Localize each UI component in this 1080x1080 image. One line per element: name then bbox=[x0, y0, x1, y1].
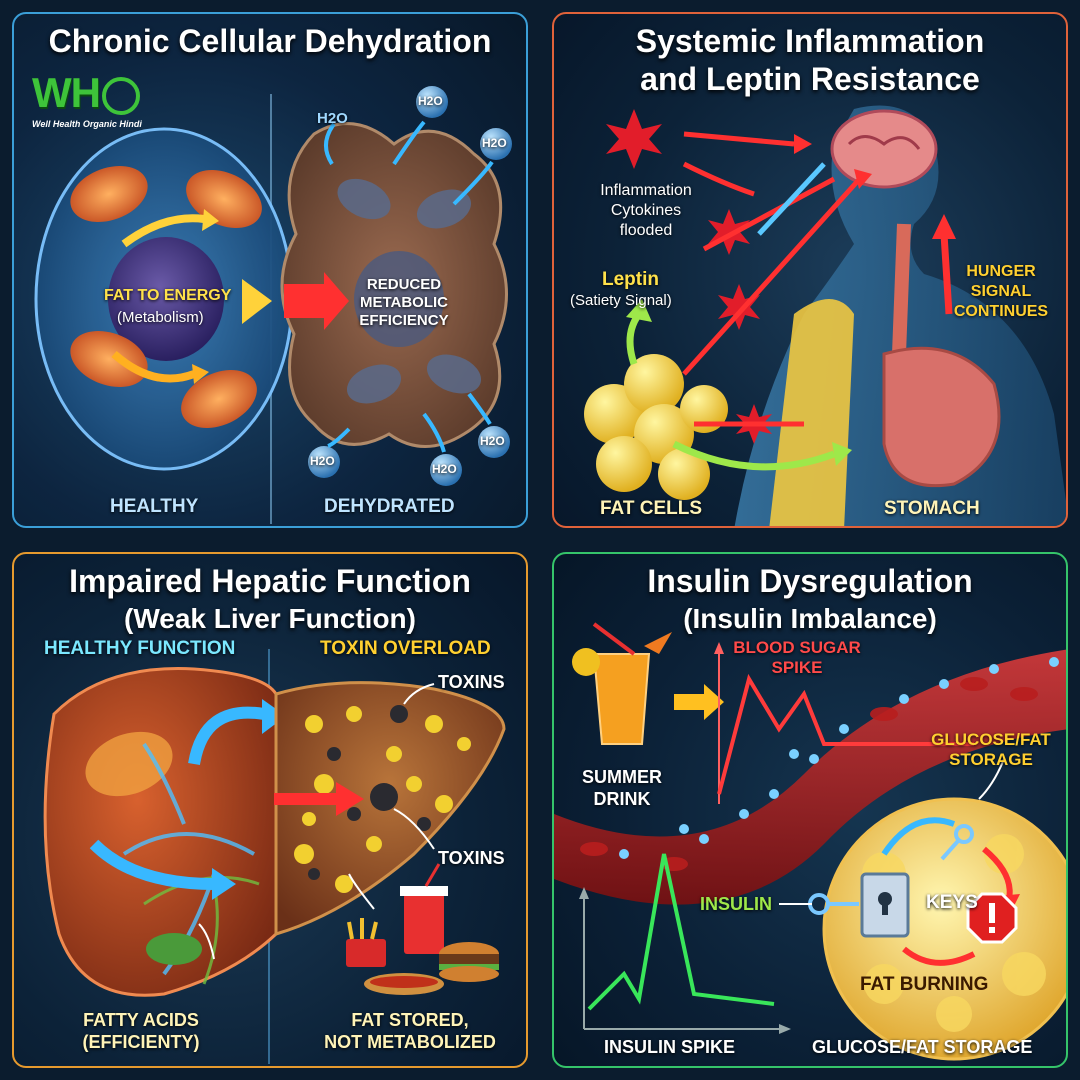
fat-to-energy-label: FAT TO ENERGY bbox=[104, 287, 232, 304]
fat-cells-cluster bbox=[584, 354, 728, 500]
brand-logo: WH Well Health Organic Hindi bbox=[32, 72, 142, 129]
fat-layer bbox=[769, 299, 854, 526]
blood-sugar-curve bbox=[717, 673, 974, 795]
satiety-label: (Satiety Signal) bbox=[570, 292, 672, 309]
h2o-label: H2O bbox=[418, 94, 443, 108]
healthy-function-label: HEALTHY FUNCTION bbox=[44, 638, 236, 659]
flow-arrow bbox=[188, 706, 265, 766]
logo-letters: WH bbox=[32, 72, 142, 115]
panel-cellular-dehydration: Chronic Cellular Dehydration WH Well Hea… bbox=[12, 12, 528, 528]
dehydrated-label: DEHYDRATED bbox=[324, 496, 455, 517]
energy-arrow-right bbox=[242, 279, 272, 324]
fat-cells-label: FAT CELLS bbox=[600, 498, 703, 519]
panel3-title: Impaired Hepatic Function(Weak Liver Fun… bbox=[69, 563, 471, 634]
caduceus-icon bbox=[101, 76, 140, 115]
h2o-label: H2O bbox=[482, 136, 507, 150]
mitochondria-healthy bbox=[70, 165, 262, 429]
glucose-storage-label-bottom: GLUCOSE/FAT STORAGE bbox=[812, 1037, 1033, 1057]
key-icon bbox=[940, 824, 974, 861]
summer-drink-icon bbox=[572, 622, 672, 745]
liver-illustration bbox=[43, 649, 506, 1064]
signal-arrow bbox=[757, 162, 826, 236]
insulin-spike-label: INSULIN SPIKE bbox=[604, 1037, 736, 1057]
toxins-label-top: TOXINS bbox=[438, 672, 505, 692]
water-droplets bbox=[308, 86, 512, 486]
insulin-spike-curve bbox=[587, 853, 775, 1011]
dehydration-illustration bbox=[34, 86, 512, 524]
logo-tagline: Well Health Organic Hindi bbox=[32, 118, 142, 129]
stomach-label: STOMACH bbox=[884, 498, 980, 519]
mitochondrion bbox=[85, 731, 173, 797]
h2o-label: H2O bbox=[317, 110, 348, 127]
keys-label: KEYS bbox=[926, 892, 978, 913]
insulin-label: INSULIN bbox=[700, 894, 772, 914]
h2o-label: H2O bbox=[310, 454, 335, 468]
metabolism-label: (Metabolism) bbox=[117, 309, 204, 326]
junk-food-icon bbox=[346, 863, 499, 995]
toxin-overload-label: TOXIN OVERLOAD bbox=[320, 638, 491, 659]
drink-arrow bbox=[674, 684, 724, 720]
fat-deposits bbox=[294, 706, 471, 893]
leptin-arrow bbox=[626, 311, 642, 366]
fat-stored-label: FAT STORED,NOT METABOLIZED bbox=[324, 1010, 496, 1052]
fatty-acids-label: FATTY ACIDS(EFFICIENTY) bbox=[82, 1010, 200, 1052]
insulin-illustration bbox=[554, 622, 1066, 1061]
panel-hepatic-function: Impaired Hepatic Function(Weak Liver Fun… bbox=[12, 552, 528, 1068]
glucose-dots bbox=[619, 657, 1059, 859]
h2o-label: H2O bbox=[432, 462, 457, 476]
reduced-arrow bbox=[284, 272, 349, 330]
panel-insulin-dysregulation: Insulin Dysregulation(Insulin Imbalance)… bbox=[552, 552, 1068, 1068]
healthy-label: HEALTHY bbox=[110, 496, 199, 517]
h2o-label: H2O bbox=[480, 434, 505, 448]
panel1-title: Chronic Cellular Dehydration bbox=[48, 23, 492, 59]
toxins-label-bottom: TOXINS bbox=[438, 848, 505, 868]
toxin-particles bbox=[308, 705, 431, 880]
inflammation-illustration bbox=[584, 105, 1066, 526]
nucleus bbox=[108, 237, 224, 361]
hunger-arrow bbox=[940, 233, 953, 315]
water-arrows bbox=[324, 120, 494, 453]
panel4-title: Insulin Dysregulation(Insulin Imbalance) bbox=[647, 563, 973, 634]
blood-vessel bbox=[554, 649, 1066, 905]
leptin-label: Leptin bbox=[602, 269, 659, 290]
fat-to-stomach-arrow bbox=[672, 440, 836, 471]
stomach bbox=[882, 346, 1001, 488]
fat-burning-label: FAT BURNING bbox=[860, 974, 989, 995]
energy-arrow-bottom bbox=[111, 350, 196, 383]
energy-arrow-top bbox=[121, 214, 205, 248]
inflammation-arrows bbox=[682, 131, 866, 427]
brain bbox=[830, 109, 938, 189]
